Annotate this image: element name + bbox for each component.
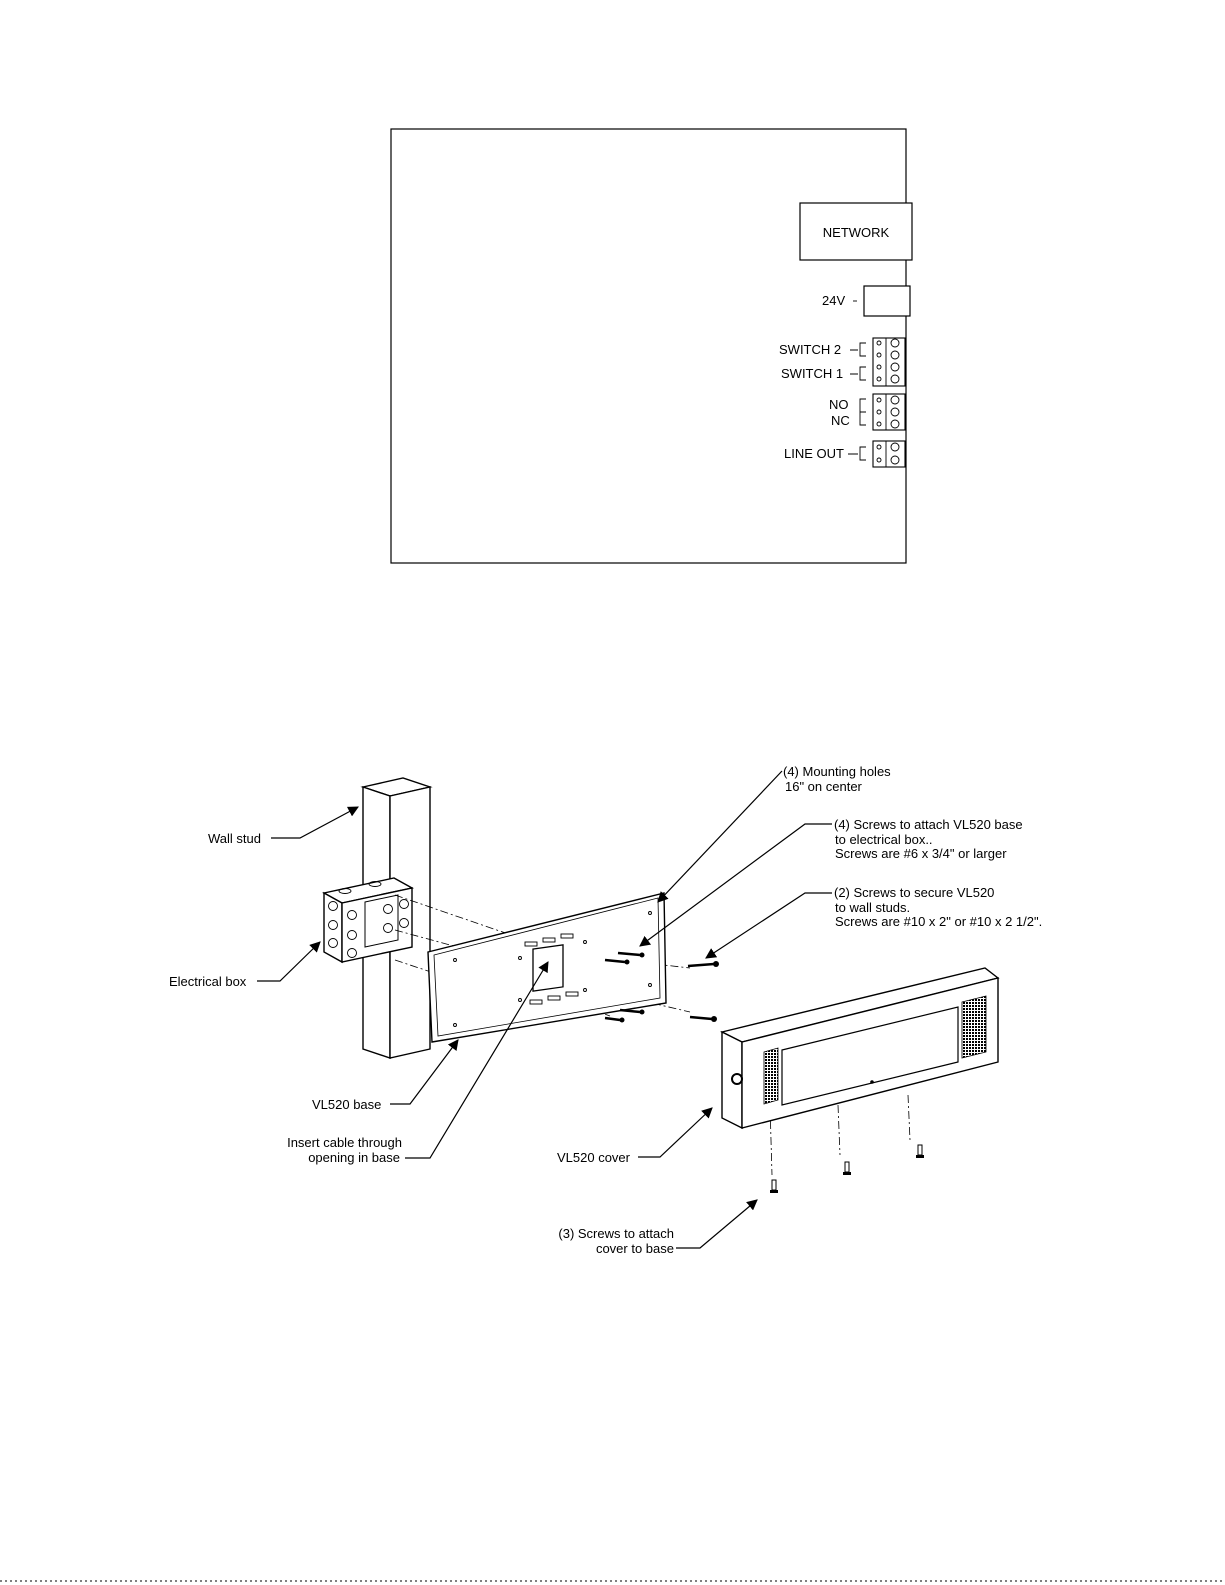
- screws-cover-line2: cover to base: [596, 1241, 674, 1256]
- leader-vl520-cover: [638, 1107, 713, 1158]
- electrical-box: [322, 877, 414, 964]
- wall-stud-label: Wall stud: [208, 831, 261, 846]
- no-label: NO: [829, 397, 849, 412]
- screws: [604, 951, 924, 1193]
- switch1-label: SWITCH 1: [781, 366, 843, 381]
- screw-base-4: [619, 1008, 645, 1015]
- screws-studs-line1: (2) Screws to secure VL520: [834, 885, 994, 900]
- relay-terminal-block: NO NC: [829, 393, 906, 431]
- leader-screws-studs: [705, 892, 832, 959]
- line-out-terminal-block: LINE OUT: [784, 440, 906, 468]
- screw-stud-1: [687, 961, 719, 968]
- network-port: NETWORK: [799, 202, 913, 261]
- mounting-view: (4) Mounting holes 16" on center (4) Scr…: [169, 764, 1042, 1256]
- nc-label: NC: [831, 413, 850, 428]
- leader-vl520-base: [390, 1039, 459, 1105]
- vl520-base-label: VL520 base: [312, 1097, 381, 1112]
- vl520-base-plate: [427, 892, 667, 1043]
- screw-base-1: [604, 958, 630, 965]
- leader-wall-stud: [271, 806, 359, 839]
- switch2-label: SWITCH 2: [779, 342, 841, 357]
- callout-texts: (4) Mounting holes 16" on center (4) Scr…: [169, 764, 1042, 1256]
- rear-panel: NETWORK 24V SWITCH 2 SWITCH 1: [390, 128, 913, 564]
- leader-screws-base: [639, 823, 832, 947]
- power-jack: 24V: [822, 285, 911, 317]
- line-out-label: LINE OUT: [784, 446, 844, 461]
- screws-cover-line1: (3) Screws to attach: [558, 1226, 674, 1241]
- insert-cable-line1: Insert cable through: [287, 1135, 402, 1150]
- vl520-cover-label: VL520 cover: [557, 1150, 631, 1165]
- mounting-holes-line1: (4) Mounting holes: [783, 764, 891, 779]
- mounting-holes-line2: 16" on center: [785, 779, 863, 794]
- leader-mounting-holes: [657, 770, 783, 903]
- leader-screws-cover: [676, 1199, 758, 1249]
- screws-base-line1: (4) Screws to attach VL520 base: [834, 817, 1023, 832]
- screw-stud-2: [689, 1015, 717, 1022]
- leader-electrical-box: [257, 941, 321, 982]
- screws-base-line3: Screws are #6 x 3/4" or larger: [835, 846, 1007, 861]
- switch-terminal-block: SWITCH 2 SWITCH 1: [779, 337, 906, 387]
- screw-base-2: [617, 951, 645, 958]
- network-label: NETWORK: [823, 225, 890, 240]
- screw-cover-2: [843, 1161, 851, 1175]
- leaders: [257, 770, 832, 1249]
- screw-cover-3: [916, 1144, 924, 1158]
- electrical-box-label: Electrical box: [169, 974, 247, 989]
- leader-insert-cable: [405, 961, 549, 1159]
- power-label: 24V: [822, 293, 845, 308]
- vl520-cover: [719, 967, 1000, 1130]
- screw-cover-1: [770, 1179, 778, 1193]
- screws-studs-line3: Screws are #10 x 2" or #10 x 2 1/2".: [835, 914, 1042, 929]
- screws-studs-line2: to wall studs.: [835, 900, 910, 915]
- screws-base-line2: to electrical box..: [835, 832, 933, 847]
- screw-base-3: [604, 1016, 625, 1023]
- insert-cable-line2: opening in base: [308, 1150, 400, 1165]
- panel-outline: [390, 128, 907, 564]
